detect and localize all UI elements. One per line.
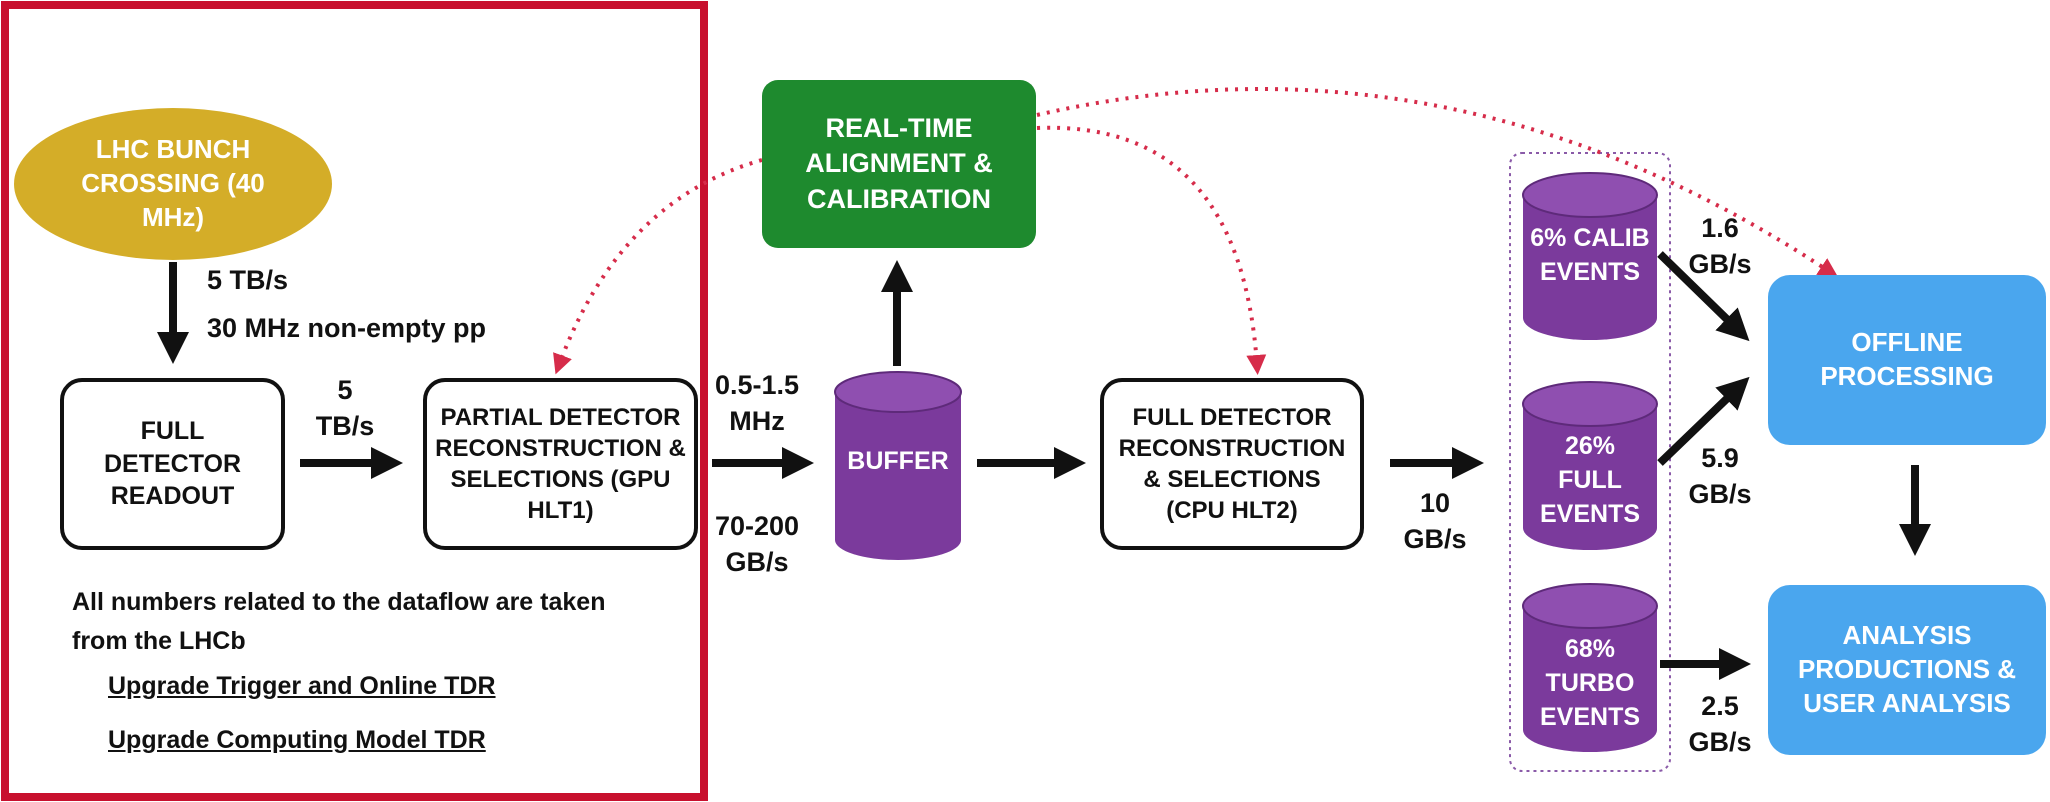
arrow-calib-offline	[1657, 251, 1750, 342]
full-detector-readout-node: FULL DETECTOR READOUT	[60, 378, 285, 550]
alignment-calibration-node: REAL-TIME ALIGNMENT & CALIBRATION	[762, 80, 1036, 248]
calib-events-label: 6% CALIB EVENTS	[1530, 224, 1650, 286]
events-group-outline	[1509, 152, 1671, 772]
rate-hlt1-gb: 70-200 GB/s	[714, 511, 800, 578]
offline-processing-node: OFFLINE PROCESSING	[1768, 275, 2046, 445]
buffer-cylinder	[834, 371, 962, 560]
rate-hlt2: 10 GB/s	[1403, 488, 1467, 555]
feedback-arrow-hlt1	[553, 158, 763, 375]
rate-lhc-sub: 30 MHz non-empty pp	[207, 313, 487, 343]
analysis-productions-node: ANALYSIS PRODUCTIONS & USER ANALYSIS	[1768, 585, 2046, 755]
feedback-arrow-hlt2	[1036, 125, 1267, 375]
rate-readout: 5 TB/s	[315, 375, 375, 442]
rate-turbo: 2.5 GB/s	[1688, 691, 1752, 758]
calib-events-cylinder	[1522, 172, 1658, 340]
full-events-label: 26% FULL EVENTS	[1539, 432, 1641, 528]
arrow-full-offline	[1657, 376, 1750, 466]
dataflow-note: All numbers related to the dataflow are …	[72, 588, 606, 655]
highlight-frame	[1, 1, 708, 801]
trigger-online-tdr-link[interactable]: Upgrade Trigger and Online TDR	[108, 672, 496, 700]
rate-hlt1-mhz: 0.5-1.5 MHz	[714, 370, 800, 437]
rate-lhc: 5 TB/s	[207, 265, 289, 295]
buffer-label: BUFFER	[847, 447, 949, 475]
full-events-cylinder	[1522, 381, 1658, 550]
hlt1-node: PARTIAL DETECTOR RECONSTRUCTION & SELECT…	[423, 378, 698, 550]
lhc-bunch-crossing-node: LHC BUNCH CROSSING (40 MHz)	[14, 108, 332, 260]
rate-calib: 1.6 GB/s	[1688, 213, 1752, 280]
feedback-arrow-offline	[1036, 87, 1839, 278]
rate-full: 5.9 GB/s	[1688, 443, 1752, 510]
turbo-events-label: 68% TURBO EVENTS	[1539, 635, 1641, 731]
turbo-events-cylinder	[1522, 583, 1658, 752]
hlt2-node: FULL DETECTOR RECONSTRUCTION & SELECTION…	[1100, 378, 1364, 550]
computing-model-tdr-link[interactable]: Upgrade Computing Model TDR	[108, 726, 486, 754]
